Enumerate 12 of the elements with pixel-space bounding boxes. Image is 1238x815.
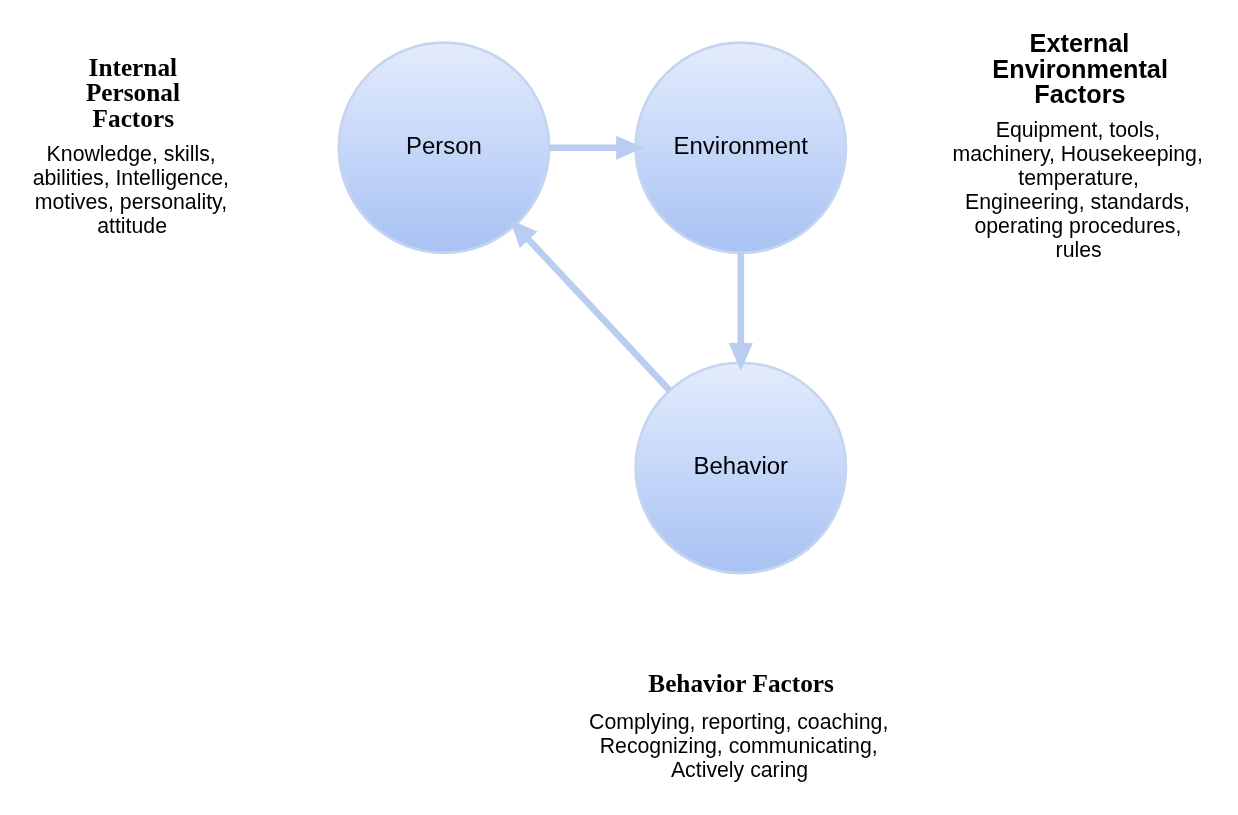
arrow [509,219,672,392]
arrow [728,252,753,371]
label: External Environmental Factors [992,28,1168,108]
label: Complying, reporting, coaching, Recognizing, communicating, Actively caring [589,709,889,782]
node-circle: Environment [634,40,848,254]
label: Behavior Factors [648,668,834,697]
arrow [549,135,644,160]
node-circle: Person [337,40,551,254]
node-circle: Behavior [634,360,848,574]
label: Internal Personal Factors [85,52,180,132]
label: Equipment, tools, machinery, Housekeeping, temperature, Engineering, standards, operating procedures, rules [952,117,1203,262]
label: Knowledge, skills, abilities, Intelligence, motives, personality, attitude [32,141,230,238]
